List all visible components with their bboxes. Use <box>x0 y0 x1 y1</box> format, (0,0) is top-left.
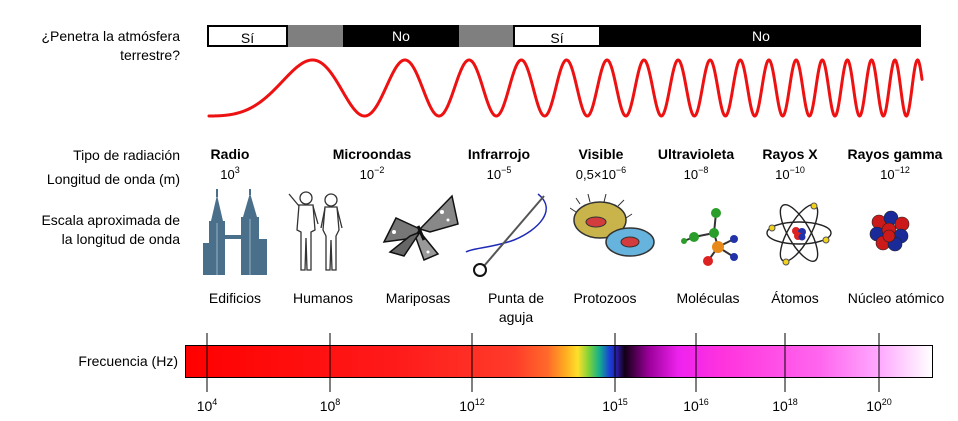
tick-exponent: 18 <box>787 397 798 407</box>
radiation-rayos-gamma: Rayos gamma 10−12 <box>836 146 954 182</box>
wavelength-exponent: −10 <box>789 165 805 175</box>
scale-label-line2: la longitud de onda <box>61 231 180 247</box>
frequency-tick-label: 1018 <box>760 397 810 415</box>
radiation-wavelength: 0,5×10−6 <box>556 165 646 183</box>
scale-item-protozoa: Protozoos <box>573 290 637 306</box>
frequency-spectrum-bar <box>185 345 933 378</box>
atmosphere-segment-partial-2 <box>459 25 513 47</box>
radiation-visible: Visible 0,5×10−6 <box>556 146 646 182</box>
wavelength-base: 10 <box>775 167 790 182</box>
radiation-name: Ultravioleta <box>657 146 735 162</box>
scale-label-line1: Escala aproximada de <box>41 212 180 228</box>
wavelength-exponent: −2 <box>374 165 385 175</box>
tick-base: 10 <box>196 398 213 414</box>
buildings-icon <box>203 189 267 275</box>
radiation-rayos-x: Rayos X 10−10 <box>745 146 835 182</box>
scale-label: Escala aproximada de la longitud de onda <box>10 211 180 249</box>
nucleus-icon <box>869 210 910 252</box>
wavelength-exponent: −5 <box>501 165 512 175</box>
radiation-radio: Radio 103 <box>190 146 270 182</box>
wavelength-base: 10 <box>880 167 895 182</box>
protozoa-icon <box>570 193 655 257</box>
scale-item-molecules: Moléculas <box>676 290 740 306</box>
wavelength-exponent: −12 <box>894 165 910 175</box>
frequency-tick-label: 104 <box>182 397 232 415</box>
scale-item-atoms: Átomos <box>771 290 819 306</box>
atmosphere-label: ¿Penetra la atmósfera terrestre? <box>10 27 180 65</box>
atmosphere-label-line2: terrestre? <box>120 47 180 63</box>
radiation-name: Rayos X <box>762 146 818 162</box>
wavelength-base: 10 <box>359 167 375 182</box>
humans-icon <box>288 191 343 271</box>
scale-item-needle: Punta de aguja <box>487 290 545 325</box>
needle-icon <box>465 193 547 277</box>
frequency-tick-label: 1015 <box>590 397 640 415</box>
radiation-wavelength: 10−8 <box>640 165 752 183</box>
tick-exponent: 12 <box>474 397 485 407</box>
tick-exponent: 16 <box>698 397 709 407</box>
radiation-name: Microondas <box>332 146 412 162</box>
tick-exponent: 20 <box>881 397 892 407</box>
tick-base: 10 <box>772 398 788 414</box>
wavelength-label: Longitud de onda (m) <box>46 171 180 187</box>
atmosphere-segment-yes-radio: Sí <box>207 25 288 47</box>
tick-base: 10 <box>459 398 475 414</box>
radiation-ultravioleta: Ultravioleta 10−8 <box>640 146 752 182</box>
scale-item-butterflies: Mariposas <box>385 290 451 306</box>
radiation-name: Rayos gamma <box>847 146 943 162</box>
frequency-tick-label: 1016 <box>671 397 721 415</box>
scale-item-buildings: Edificios <box>208 290 262 306</box>
atmosphere-segment-no-1: No <box>343 25 459 47</box>
tick-base: 10 <box>602 398 618 414</box>
wavelength-base: 0,5×10 <box>575 167 616 182</box>
radiation-name: Visible <box>578 146 624 162</box>
frequency-label: Frecuencia (Hz) <box>78 353 178 369</box>
frequency-tick-label: 108 <box>305 397 355 415</box>
radiation-wavelength: 103 <box>190 165 270 183</box>
tick-exponent: 8 <box>335 397 341 407</box>
atmosphere-label-line1: ¿Penetra la atmósfera <box>41 28 180 44</box>
atom-icon <box>766 202 832 266</box>
radiation-wavelength: 10−10 <box>745 165 835 183</box>
atmosphere-segment-partial-1 <box>288 25 343 47</box>
radiation-name: Infrarrojo <box>467 146 531 162</box>
tick-base: 10 <box>319 398 336 414</box>
frequency-tick-label: 1012 <box>447 397 497 415</box>
radiation-type-label: Tipo de radiación <box>73 147 180 163</box>
wave-chirp <box>207 58 924 118</box>
tick-exponent: 4 <box>212 397 218 407</box>
tick-base: 10 <box>866 398 882 414</box>
radiation-wavelength: 10−2 <box>312 165 432 183</box>
butterfly-icon <box>382 194 459 262</box>
atmosphere-segment-no-2: No <box>601 25 921 47</box>
scale-item-nucleus: Núcleo atómico <box>847 290 945 306</box>
radiation-microondas: Microondas 10−2 <box>312 146 432 182</box>
wavelength-exponent: −8 <box>698 165 709 175</box>
wavelength-base: 10 <box>486 167 502 182</box>
tick-exponent: 15 <box>617 397 628 407</box>
frequency-tick-label: 1020 <box>854 397 904 415</box>
wavelength-exponent: −6 <box>615 165 627 175</box>
wavelength-exponent: 3 <box>234 165 240 175</box>
wavelength-base: 10 <box>683 167 699 182</box>
radiation-name: Radio <box>210 146 250 162</box>
wavelength-base: 10 <box>220 167 235 182</box>
atmosphere-segment-yes-visible: Sí <box>513 25 601 47</box>
scale-item-humans: Humanos <box>293 290 353 306</box>
molecule-icon <box>681 208 738 266</box>
radiation-wavelength: 10−12 <box>836 165 954 183</box>
tick-base: 10 <box>683 398 699 414</box>
radiation-wavelength: 10−5 <box>444 165 554 183</box>
radiation-infrarrojo: Infrarrojo 10−5 <box>444 146 554 182</box>
